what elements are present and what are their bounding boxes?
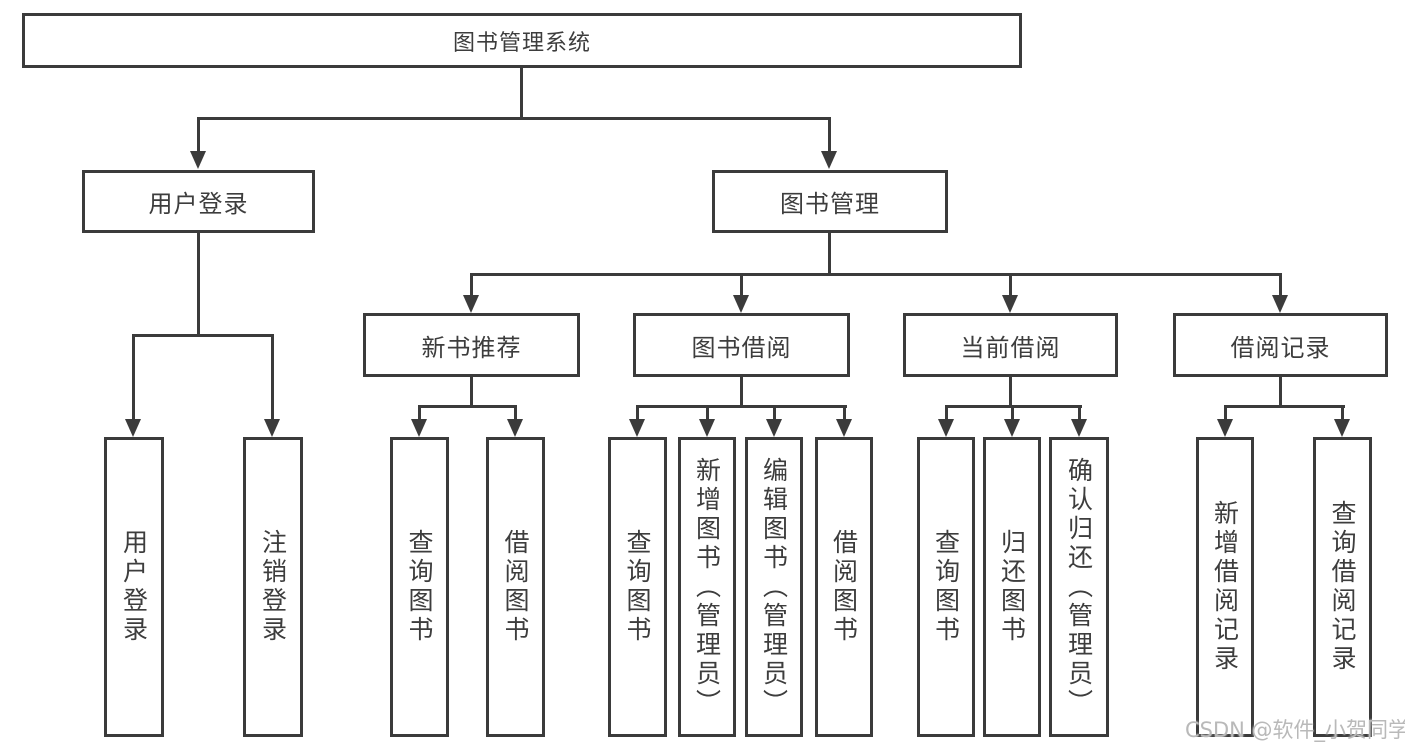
connector-branch-bb-add — [705, 405, 709, 421]
arrowhead-cb-return — [1004, 419, 1020, 437]
leaf-user-login: 用户登录 — [104, 437, 164, 737]
arrowhead-book-borrow — [733, 295, 749, 313]
arrowhead-borrow-record — [1272, 295, 1288, 313]
connector-branch-book-borrow — [739, 273, 743, 297]
leaf-cb-query-books-label: 查询图书 — [931, 529, 961, 645]
connector-branch-cb-query — [944, 405, 948, 421]
arrowhead-user-login — [190, 151, 206, 169]
connector-new-book-stub — [469, 377, 473, 408]
connector-level2-rail — [197, 117, 831, 120]
leaf-bb-query-books: 查询图书 — [608, 437, 667, 737]
leaf-br-query-record: 查询借阅记录 — [1313, 437, 1372, 737]
connector-level3-rail — [469, 273, 1282, 276]
leaf-br-add-record-label: 新增借阅记录 — [1210, 500, 1240, 674]
connector-branch-nbr-borrow — [513, 405, 517, 421]
arrowhead-current-borrow — [1002, 295, 1018, 313]
connector-branch-borrow-record — [1278, 273, 1282, 297]
connector-branch-bb-borrow — [842, 405, 846, 421]
connector-current-borrow-stub — [1008, 377, 1012, 408]
connector-branch-login-leaf — [131, 334, 135, 420]
connector-branch-cb-return — [1010, 405, 1014, 421]
connector-user-login-rail — [131, 334, 274, 337]
node-borrow-record: 借阅记录 — [1173, 313, 1388, 377]
connector-book-borrow-stub — [739, 377, 743, 408]
connector-branch-bb-edit — [772, 405, 776, 421]
connector-branch-nbr-query — [417, 405, 421, 421]
leaf-br-query-record-label: 查询借阅记录 — [1328, 500, 1357, 674]
arrowhead-bb-edit — [766, 419, 782, 437]
node-user-login: 用户登录 — [82, 170, 315, 233]
connector-branch-br-add — [1223, 405, 1227, 421]
leaf-bb-add-books-admin: 新增图书（管理员） — [678, 437, 736, 737]
arrowhead-br-query — [1334, 419, 1350, 437]
node-new-book-recommend-label: 新书推荐 — [421, 333, 522, 362]
connector-branch-bb-query — [635, 405, 639, 421]
connector-book-mgmt-stub — [827, 233, 831, 276]
connector-borrow-record-stub — [1278, 377, 1282, 408]
leaf-cb-confirm-return-admin-label: 确认归还（管理员） — [1064, 456, 1094, 718]
connector-borrow-record-rail — [1223, 405, 1345, 408]
arrowhead-login-leaf — [125, 419, 141, 437]
leaf-bb-edit-books-admin-label: 编辑图书（管理员） — [759, 456, 789, 718]
arrowhead-cb-confirm — [1071, 419, 1087, 437]
node-current-borrow: 当前借阅 — [903, 313, 1118, 377]
node-new-book-recommend: 新书推荐 — [363, 313, 580, 377]
connector-user-login-stub — [196, 233, 200, 337]
leaf-logout-label: 注销登录 — [258, 529, 288, 645]
connector-branch-cb-confirm — [1077, 405, 1081, 421]
arrowhead-logout-leaf — [264, 419, 280, 437]
arrowhead-br-add — [1217, 419, 1233, 437]
connector-branch-user-login — [196, 117, 200, 153]
node-user-login-label: 用户登录 — [148, 190, 249, 218]
node-book-management-label: 图书管理 — [780, 190, 880, 218]
arrowhead-nbr-query — [411, 419, 427, 437]
arrowhead-bb-borrow — [836, 419, 852, 437]
connector-branch-br-query — [1340, 405, 1344, 421]
leaf-br-add-record: 新增借阅记录 — [1196, 437, 1254, 737]
leaf-bb-edit-books-admin: 编辑图书（管理员） — [745, 437, 803, 737]
node-book-management: 图书管理 — [712, 170, 948, 233]
leaf-cb-return-books: 归还图书 — [983, 437, 1041, 737]
leaf-bb-query-books-label: 查询图书 — [623, 529, 652, 645]
leaf-nbr-query-books-label: 查询图书 — [405, 529, 434, 645]
connector-branch-new-book — [469, 273, 473, 297]
node-library-system: 图书管理系统 — [22, 13, 1022, 68]
leaf-bb-borrow-books-label: 借阅图书 — [829, 529, 859, 645]
connector-branch-logout-leaf — [270, 334, 274, 420]
leaf-bb-borrow-books: 借阅图书 — [815, 437, 873, 737]
leaf-logout: 注销登录 — [243, 437, 303, 737]
connector-new-book-rail — [417, 405, 517, 408]
leaf-nbr-query-books: 查询图书 — [390, 437, 449, 737]
leaf-nbr-borrow-books-label: 借阅图书 — [501, 529, 530, 645]
node-library-system-label: 图书管理系统 — [452, 30, 591, 56]
connector-branch-current-borrow — [1008, 273, 1012, 297]
arrowhead-book-mgmt — [821, 151, 837, 169]
arrowhead-bb-query — [629, 419, 645, 437]
node-current-borrow-label: 当前借阅 — [960, 333, 1061, 362]
leaf-cb-return-books-label: 归还图书 — [997, 529, 1027, 645]
arrowhead-nbr-borrow — [507, 419, 523, 437]
csdn-watermark: CSDN @软件_小贺同学 — [1185, 718, 1405, 742]
node-book-borrow: 图书借阅 — [633, 313, 850, 377]
node-book-borrow-label: 图书借阅 — [691, 333, 792, 362]
connector-book-borrow-rail — [635, 405, 847, 408]
arrowhead-bb-add — [699, 419, 715, 437]
arrowhead-new-book — [463, 295, 479, 313]
node-borrow-record-label: 借阅记录 — [1230, 333, 1331, 362]
leaf-nbr-borrow-books: 借阅图书 — [486, 437, 545, 737]
leaf-cb-query-books: 查询图书 — [917, 437, 975, 737]
connector-branch-book-mgmt — [827, 117, 831, 153]
connector-root-trunk — [519, 68, 523, 120]
leaf-user-login-label: 用户登录 — [119, 529, 149, 645]
arrowhead-cb-query — [938, 419, 954, 437]
leaf-bb-add-books-admin-label: 新增图书（管理员） — [692, 456, 722, 718]
leaf-cb-confirm-return-admin: 确认归还（管理员） — [1049, 437, 1109, 737]
